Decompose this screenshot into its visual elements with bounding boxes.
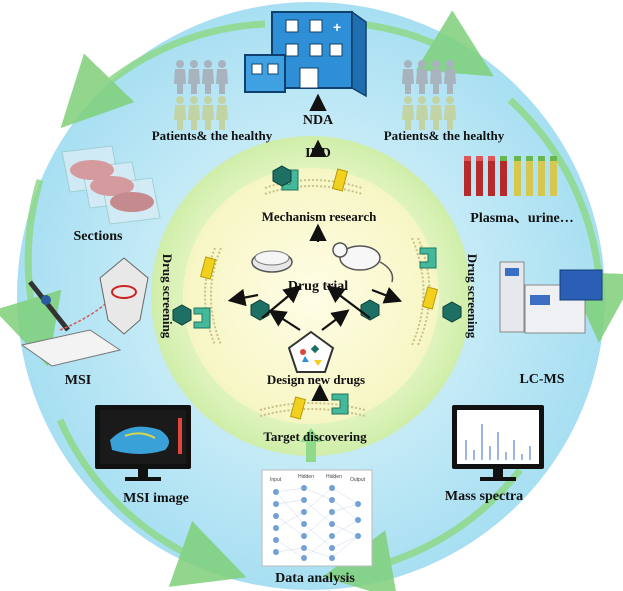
hexagon-drug-icon bbox=[442, 301, 462, 323]
label-drug-screening-right: Drug screening bbox=[465, 254, 480, 339]
msi-instrument-icon bbox=[20, 257, 149, 367]
label-msi: MSI bbox=[65, 373, 91, 388]
label-data-analysis: Data analysis bbox=[275, 571, 355, 586]
label-nda: NDA bbox=[303, 113, 334, 128]
lcms-instrument-icon bbox=[499, 261, 603, 334]
label-design: Design new drugs bbox=[267, 372, 365, 387]
network-header-hidden-1: Hidden bbox=[298, 474, 314, 480]
label-drug-trial: Drug trial bbox=[288, 279, 348, 294]
sample-tubes-icon bbox=[464, 156, 557, 196]
mass-spectra-monitor-icon bbox=[452, 405, 544, 481]
hexagon-drug-icon bbox=[272, 165, 292, 187]
tissue-sections-icon bbox=[61, 145, 161, 225]
label-patients-right: Patients& the healthy bbox=[384, 128, 505, 143]
hospital-building-icon: + bbox=[244, 10, 367, 98]
membrane-top bbox=[264, 179, 363, 195]
membrane-bottom bbox=[259, 402, 366, 417]
label-drug-screening-left: Drug screening bbox=[160, 254, 175, 339]
neural-network-icon: Input Hidden Hidden Output bbox=[261, 469, 373, 567]
label-patients-left: Patients& the healthy bbox=[152, 128, 273, 143]
mouse-icon bbox=[332, 242, 394, 283]
label-msi-image: MSI image bbox=[123, 491, 189, 506]
petri-dish-icon bbox=[251, 250, 293, 273]
label-mass-spectra: Mass spectra bbox=[445, 489, 523, 504]
label-sections: Sections bbox=[74, 229, 124, 244]
hexagon-drug-icon bbox=[250, 299, 270, 321]
network-header-output: Output bbox=[350, 477, 366, 483]
network-header-input: Input bbox=[270, 477, 282, 483]
svg-text:+: + bbox=[333, 19, 341, 35]
pentagon-design-icon bbox=[287, 330, 335, 373]
membrane-left bbox=[204, 247, 222, 346]
label-target: Target discovering bbox=[263, 429, 367, 444]
msi-image-monitor-icon bbox=[95, 405, 191, 481]
label-plasma: Plasma、urine… bbox=[470, 211, 573, 226]
inner-arrows bbox=[227, 93, 403, 402]
data-flow-arrow bbox=[300, 428, 322, 462]
label-ind: IND bbox=[305, 146, 331, 161]
label-mechanism: Mechanism research bbox=[262, 209, 377, 224]
network-header-hidden-2: Hidden bbox=[326, 474, 342, 480]
center-circle bbox=[183, 168, 439, 424]
label-lcms: LC-MS bbox=[519, 372, 564, 387]
